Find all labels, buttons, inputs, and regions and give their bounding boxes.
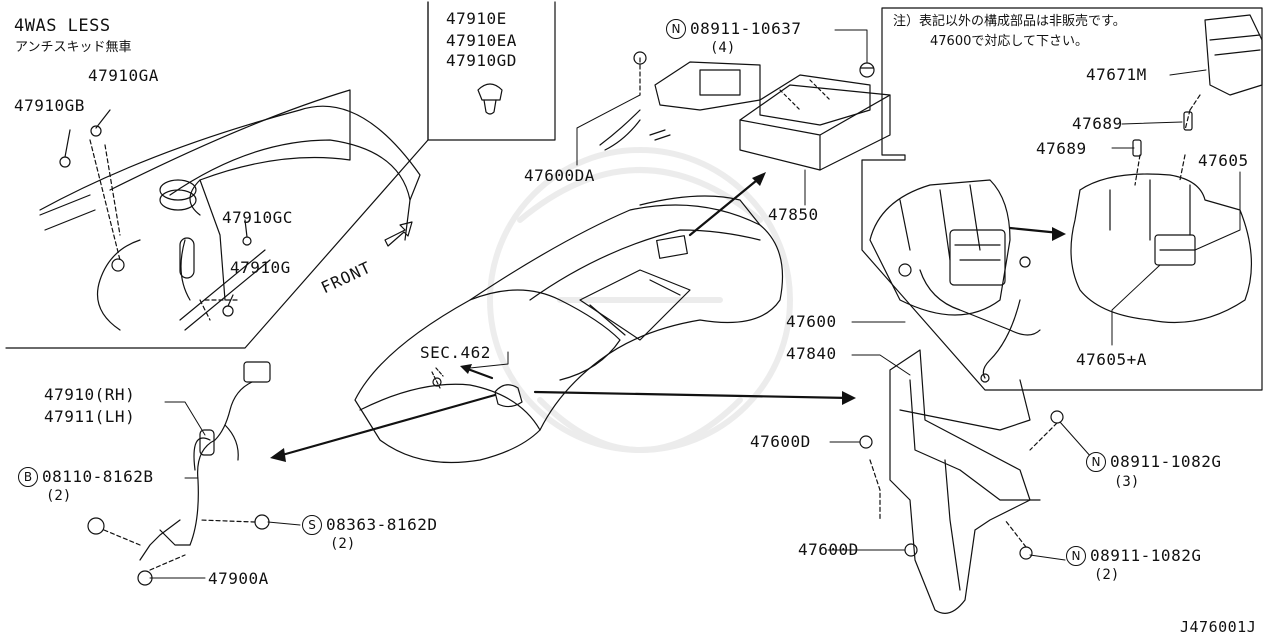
part-47910EA[interactable]: 47910EA — [446, 31, 517, 50]
part-47910E[interactable]: 47910E — [446, 9, 507, 28]
inset-subtitle: アンチスキッド無車 — [15, 40, 132, 55]
clip-sketch — [477, 83, 503, 115]
part-47689-upper[interactable]: 47689 — [1072, 114, 1123, 133]
part-47600D-lower[interactable]: 47600D — [798, 540, 859, 559]
part-47600D-upper[interactable]: 47600D — [750, 432, 811, 451]
diagram-code: J476001J — [1180, 618, 1257, 636]
part-47605[interactable]: 47605 — [1198, 151, 1249, 170]
qty-08911-1082G-bottom: (2) — [1094, 567, 1120, 583]
part-47910G[interactable]: 47910G — [230, 258, 291, 277]
top-inset-frame — [427, 1, 556, 141]
part-47900A[interactable]: 47900A — [208, 569, 269, 588]
part-47600DA[interactable]: 47600DA — [524, 166, 595, 185]
part-08911-1082G-bottom[interactable]: 08911-1082G — [1090, 546, 1202, 565]
part-47911-lh[interactable]: 47911(LH) — [44, 407, 136, 426]
part-08110-8162B[interactable]: 08110-8162B — [42, 467, 154, 486]
section-ref-462[interactable]: SEC.462 — [420, 343, 491, 362]
part-47605A[interactable]: 47605+A — [1076, 350, 1147, 369]
part-47910-rh[interactable]: 47910(RH) — [44, 385, 136, 404]
part-47850[interactable]: 47850 — [768, 205, 819, 224]
bolt-symbol-b: B — [18, 467, 38, 487]
qty-08911-1082G-mid: (3) — [1114, 474, 1140, 490]
hydraulic-unit — [869, 179, 1041, 383]
part-47840[interactable]: 47840 — [786, 344, 837, 363]
note-line-1: 注）表記以外の構成部品は非販売です。 — [893, 14, 1126, 29]
strut-tower-sketch — [39, 89, 421, 331]
part-47910GB[interactable]: 47910GB — [14, 96, 85, 115]
qty-08911-10637: (4) — [710, 40, 736, 56]
leader-lines — [149, 29, 1241, 579]
part-47910GD[interactable]: 47910GD — [446, 51, 517, 70]
part-47600[interactable]: 47600 — [786, 312, 837, 331]
part-08911-10637[interactable]: 08911-10637 — [690, 19, 802, 38]
actuator-control-unit — [599, 51, 891, 171]
arrowheads — [270, 172, 1066, 462]
part-47910GC[interactable]: 47910GC — [222, 208, 293, 227]
pointer-arrows — [273, 174, 1062, 459]
nut-symbol-n-bottom: N — [1066, 546, 1086, 566]
inset-title: 4WAS LESS — [14, 16, 111, 36]
mounting-bracket — [859, 349, 1064, 614]
note-line-2: 47600で対応して下さい。 — [930, 34, 1088, 49]
watermark — [487, 147, 793, 453]
nut-symbol-n: N — [666, 19, 686, 39]
part-08363-8162D[interactable]: 08363-8162D — [326, 515, 438, 534]
pump-motor-assembly — [1070, 14, 1263, 324]
qty-08363-8162D: (2) — [330, 536, 356, 552]
part-47689-lower[interactable]: 47689 — [1036, 139, 1087, 158]
part-47910GA[interactable]: 47910GA — [88, 66, 159, 85]
right-inset-frame — [861, 7, 1263, 391]
car-body — [354, 195, 783, 464]
part-08911-1082G-mid[interactable]: 08911-1082G — [1110, 452, 1222, 471]
qty-08110-8162B: (2) — [46, 488, 72, 504]
part-47671M[interactable]: 47671M — [1086, 65, 1147, 84]
nut-symbol-n-mid: N — [1086, 452, 1106, 472]
sensor-harness — [87, 361, 271, 586]
screw-symbol-s: S — [302, 515, 322, 535]
